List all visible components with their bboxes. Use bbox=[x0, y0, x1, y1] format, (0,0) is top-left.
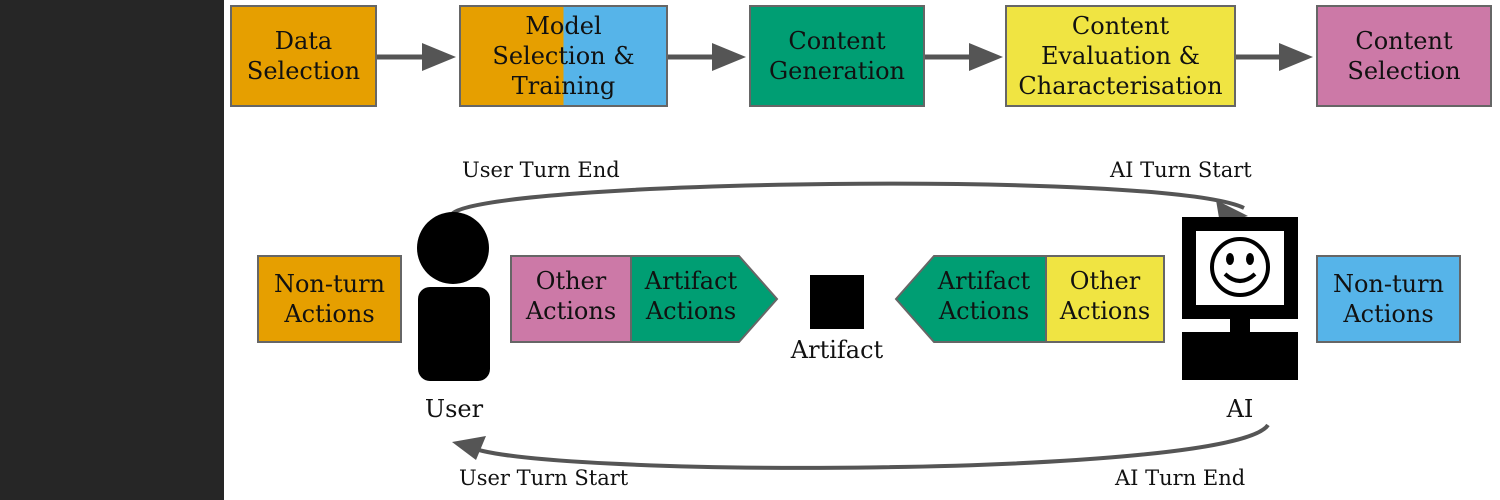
user-non-turn-actions-box: Non-turn Actions bbox=[257, 255, 402, 343]
user-action-shape bbox=[510, 255, 779, 343]
dark-side-panel bbox=[0, 0, 224, 500]
ai-turn-end-label: AI Turn End bbox=[1115, 466, 1246, 490]
content-generation-box: Content Generation bbox=[749, 5, 925, 107]
artifact-label: Artifact bbox=[790, 336, 884, 364]
content-evaluation-box: Content Evaluation & Characterisation bbox=[1005, 5, 1236, 107]
user-turn-start-label: User Turn Start bbox=[459, 466, 629, 490]
pipeline-arrow bbox=[377, 43, 456, 71]
user-to-ai-turn-arrow bbox=[450, 181, 1245, 216]
pipeline-arrow bbox=[925, 43, 1003, 71]
ai-turn-start-label: AI Turn Start bbox=[1110, 158, 1252, 182]
ai-to-user-arrowhead bbox=[452, 436, 486, 460]
ai-action-shape bbox=[894, 255, 1165, 343]
user-label: User bbox=[424, 395, 484, 423]
ai-label: AI bbox=[1226, 395, 1254, 423]
computer-smiley-icon bbox=[1182, 217, 1298, 380]
ai-other-actions-label: Other Actions bbox=[1059, 267, 1151, 325]
model-selection-training-box: Model Selection & Training bbox=[459, 5, 668, 107]
user-artifact-actions-label: Artifact Actions bbox=[644, 267, 738, 325]
user-silhouette-icon bbox=[417, 212, 490, 381]
pipeline-arrow bbox=[1236, 43, 1313, 71]
ai-non-turn-actions-box: Non-turn Actions bbox=[1316, 255, 1461, 343]
data-selection-box: Data Selection bbox=[230, 5, 377, 107]
diagram-canvas: Data Selection Model Selection & Trainin… bbox=[224, 0, 1500, 500]
user-turn-end-label: User Turn End bbox=[462, 158, 620, 182]
pipeline-arrow bbox=[668, 43, 746, 71]
artifact-square-icon bbox=[810, 275, 864, 329]
content-selection-box: Content Selection bbox=[1316, 5, 1492, 107]
ai-to-user-turn-arrow bbox=[467, 423, 1270, 470]
user-other-actions-label: Other Actions bbox=[525, 267, 617, 325]
diagram-graphics bbox=[377, 43, 1313, 470]
ai-artifact-actions-label: Artifact Actions bbox=[937, 267, 1031, 325]
